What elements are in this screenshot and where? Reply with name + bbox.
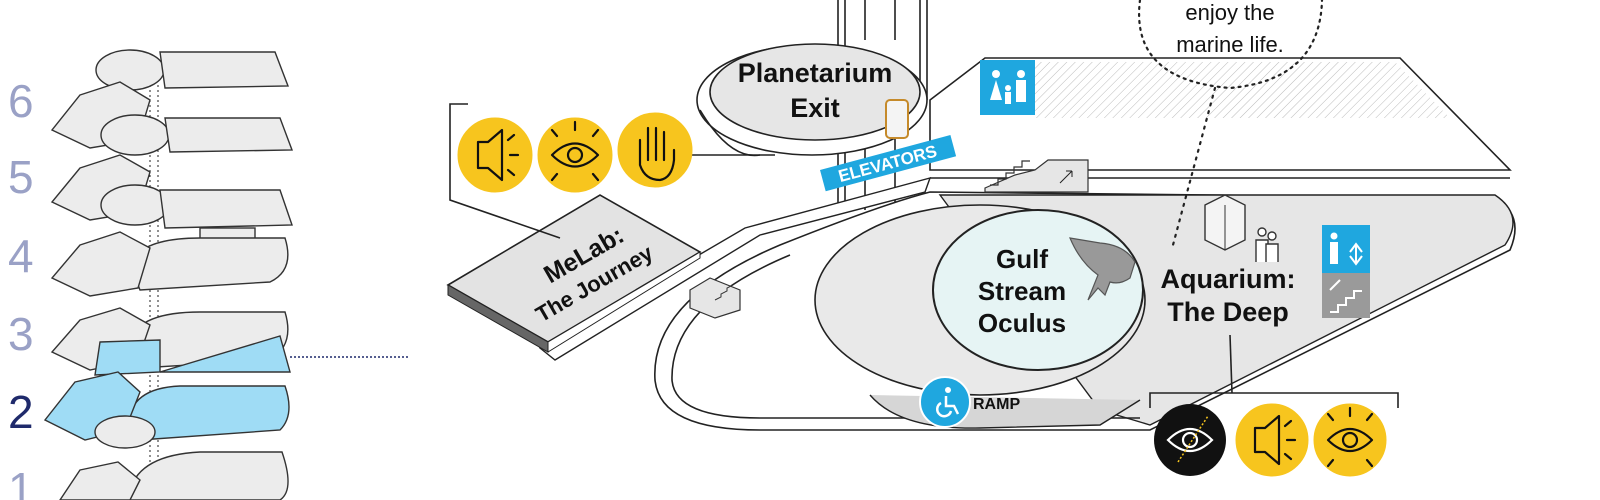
- callout-line1: enjoy the: [1185, 0, 1274, 25]
- stairs-icon: [984, 159, 1089, 193]
- dark-eye-icon[interactable]: [1154, 404, 1226, 476]
- aquarium-label-line1: Aquarium:: [1161, 264, 1296, 294]
- sound-icon[interactable]: [457, 117, 533, 193]
- planetarium-label-line2: Exit: [790, 93, 840, 123]
- elevator-icon[interactable]: [1322, 225, 1370, 273]
- floor-number-6[interactable]: 6: [8, 75, 34, 127]
- light-icon[interactable]: [1313, 403, 1387, 477]
- callout-line2: marine life.: [1176, 32, 1284, 57]
- aquarium-exhibit[interactable]: Aquarium: The Deep: [1161, 264, 1296, 327]
- floor-number-5[interactable]: 5: [8, 151, 34, 203]
- small-stairs-icon: [689, 277, 741, 319]
- sound-icon[interactable]: [1235, 403, 1309, 477]
- planetarium-label-line1: Planetarium: [738, 58, 893, 88]
- gulf-stream-oculus[interactable]: Gulf Stream Oculus: [932, 209, 1144, 371]
- aquarium-label-line2: The Deep: [1167, 297, 1289, 327]
- floor-slab-1[interactable]: [59, 415, 289, 500]
- floor-number-4[interactable]: 4: [8, 230, 34, 282]
- floor-slab-4[interactable]: [50, 184, 293, 297]
- floor-slab-2[interactable]: [43, 335, 291, 441]
- oculus-label-line2: Stream: [978, 276, 1066, 306]
- shark-icon: [1069, 237, 1136, 301]
- upper-walkway: [929, 57, 1512, 179]
- ramp-label: RAMP: [973, 396, 1020, 413]
- oculus-label-line1: Gulf: [996, 244, 1048, 274]
- aquarium-sensory-group: [1149, 334, 1399, 477]
- planetarium-exit[interactable]: Planetarium Exit: [696, 43, 928, 157]
- floor-number-2[interactable]: 2: [8, 386, 34, 438]
- stairs-sign-icon[interactable]: [1322, 273, 1370, 318]
- oculus-label-line3: Oculus: [978, 308, 1066, 338]
- marine-life-callout: enjoy the marine life.: [1138, 0, 1324, 247]
- aquarium-tank-icon: [1204, 194, 1279, 262]
- floor-number-1[interactable]: 1: [8, 463, 34, 500]
- floor-number-3[interactable]: 3: [8, 308, 34, 360]
- floor-stack: 6 5 4 3 2 1: [8, 49, 410, 500]
- ramp-marker[interactable]: RAMP: [919, 376, 1020, 428]
- door-icon: [885, 99, 909, 139]
- melab-sensory-group: [449, 103, 775, 239]
- melab-exhibit[interactable]: MeLab: The Journey: [446, 194, 702, 353]
- family-restroom-icon[interactable]: [980, 60, 1035, 115]
